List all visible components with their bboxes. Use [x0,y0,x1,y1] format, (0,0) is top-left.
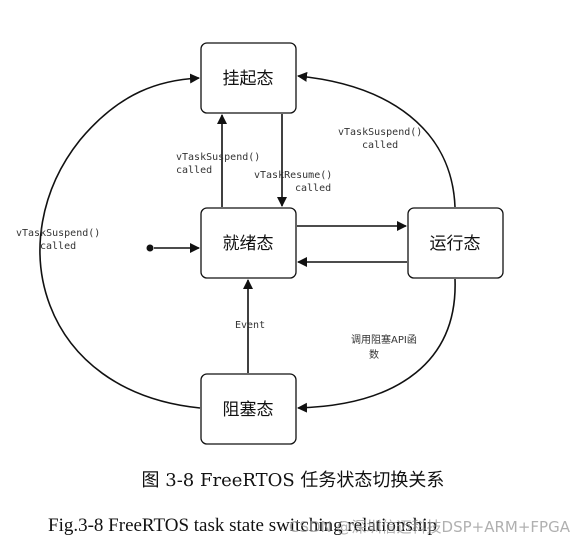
edge-blocked-to-suspended [39,73,201,409]
state-running-label: 运行态 [430,234,481,254]
edge-running-to-suspended [297,71,456,208]
state-ready-label: 就绪态 [223,234,274,254]
label-suspended-to-ready-2: called [295,183,331,194]
label-running-to-suspended-2: called [362,140,398,151]
edge-running-to-blocked [297,278,456,413]
label-running-to-blocked-2: 数 [369,348,379,361]
label-running-to-blocked-1: 调用阻塞API函 [351,333,417,346]
state-suspended-label: 挂起态 [223,69,274,89]
label-blocked-to-ready: Event [235,320,265,331]
label-suspended-to-ready-1: vTaskResume() [254,170,332,181]
state-diagram: 挂起态 就绪态 运行态 阻塞态 vTaskSuspend() called vT… [16,42,504,445]
state-blocked-label: 阻塞态 [223,400,274,420]
state-ready: 就绪态 [200,207,297,279]
label-running-to-suspended-1: vTaskSuspend() [338,127,422,138]
caption-english: Fig.3-8 FreeRTOS task state switching re… [48,515,438,536]
state-suspended: 挂起态 [200,42,297,114]
label-blocked-to-suspended-2: called [40,241,76,252]
label-blocked-to-suspended-1: vTaskSuspend() [16,228,100,239]
watermark: CSDN @深圳信迈科技DSP+ARM+FPGA [289,518,570,536]
state-running: 运行态 [407,207,504,279]
initial-state-dot [146,244,154,252]
label-ready-to-suspended-2: called [176,165,212,176]
state-blocked: 阻塞态 [200,373,297,445]
caption-chinese: 图 3-8 FreeRTOS 任务状态切换关系 [141,470,445,491]
label-ready-to-suspended-1: vTaskSuspend() [176,152,260,163]
